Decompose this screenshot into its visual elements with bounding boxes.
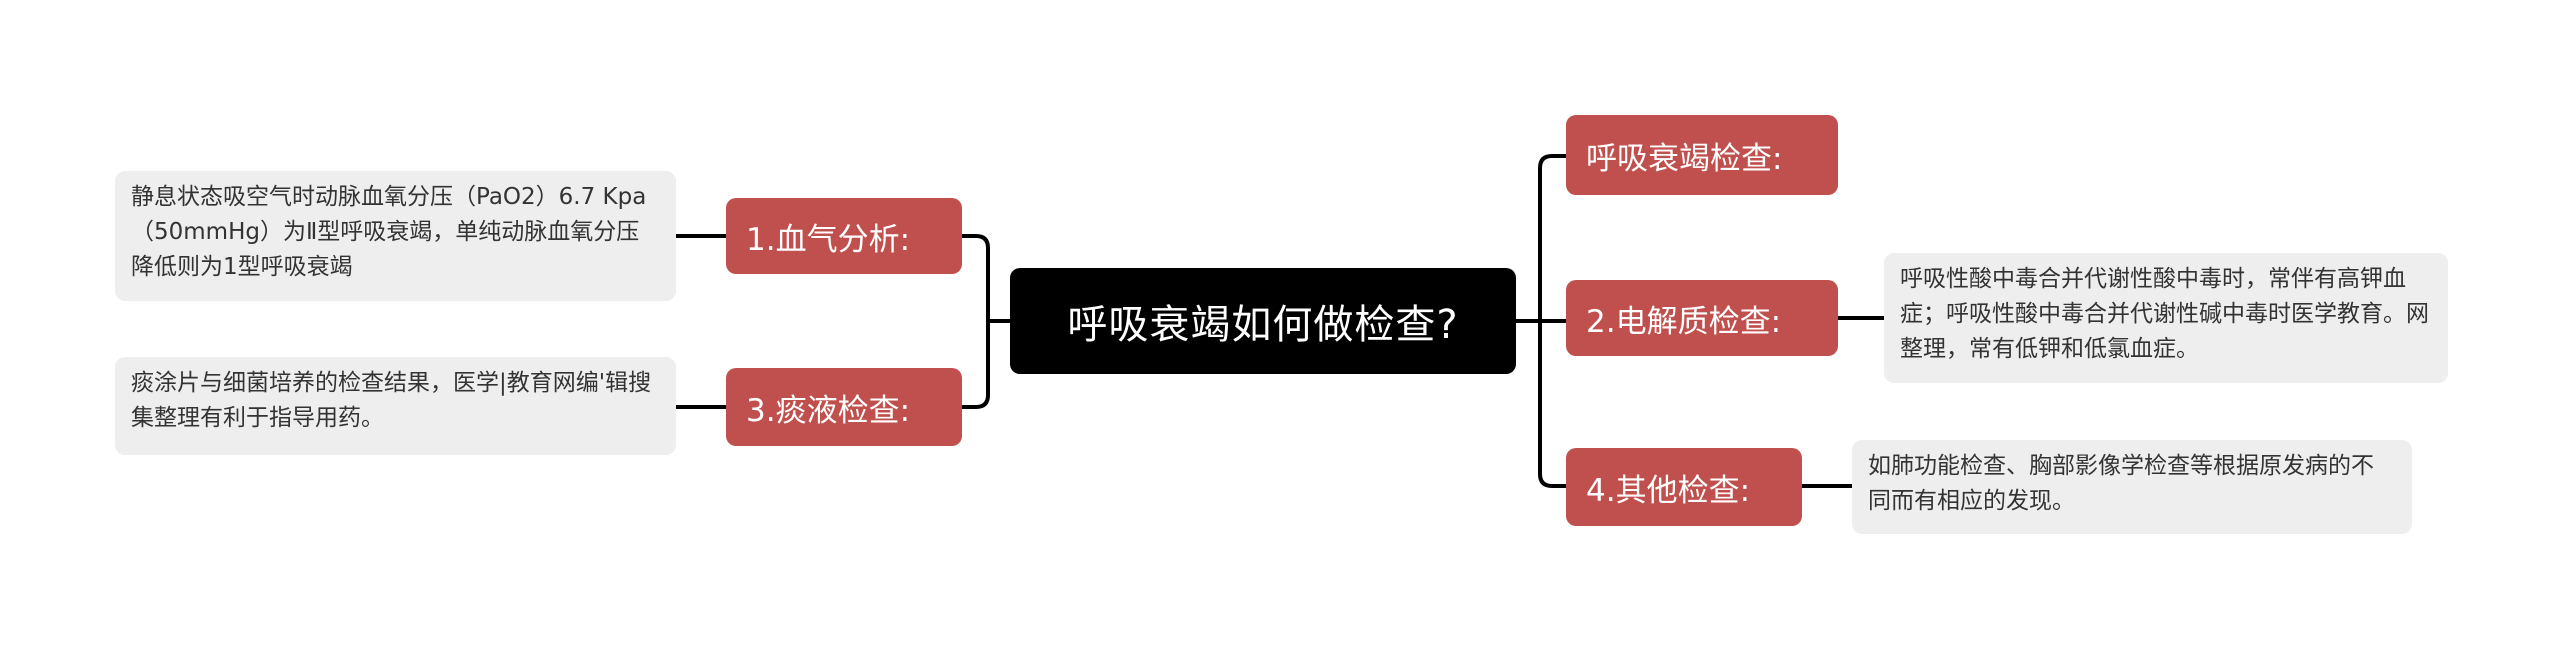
branch-blood-gas-label: 1.血气分析:: [746, 221, 911, 258]
leaf-other[interactable]: 如肺功能检查、胸部影像学检查等根据原发病的不同而有相应的发现。: [1852, 440, 2412, 534]
leaf-sputum-text: 痰涂片与细菌培养的检查结果，医学|教育网编'辑搜集整理有利于指导用药。: [131, 370, 652, 431]
leaf-electrolyte[interactable]: 呼吸性酸中毒合并代谢性酸中毒时，常伴有高钾血症；呼吸性酸中毒合并代谢性碱中毒时医…: [1884, 253, 2448, 383]
branch-sputum[interactable]: 3.痰液检查:: [726, 368, 962, 446]
root-topic[interactable]: 呼吸衰竭如何做检查?: [1010, 268, 1516, 374]
root-topic-label: 呼吸衰竭如何做检查?: [1067, 302, 1459, 348]
leaf-sputum[interactable]: 痰涂片与细菌培养的检查结果，医学|教育网编'辑搜集整理有利于指导用药。: [115, 357, 676, 455]
leaf-other-text: 如肺功能检查、胸部影像学检查等根据原发病的不同而有相应的发现。: [1868, 453, 2374, 514]
leaf-electrolyte-text: 呼吸性酸中毒合并代谢性酸中毒时，常伴有高钾血症；呼吸性酸中毒合并代谢性碱中毒时医…: [1900, 266, 2429, 362]
branch-other-label: 4.其他检查:: [1586, 472, 1751, 509]
leaf-blood-gas[interactable]: 静息状态吸空气时动脉血氧分压（PaO2）6.7 Kpa（50mmHg）为Ⅱ型呼吸…: [115, 171, 676, 301]
branch-blood-gas[interactable]: 1.血气分析:: [726, 198, 962, 274]
branch-electrolyte-label: 2.电解质检查:: [1586, 303, 1782, 340]
branch-respiratory-failure-label: 呼吸衰竭检查:: [1586, 140, 1783, 177]
branch-respiratory-failure[interactable]: 呼吸衰竭检查:: [1566, 115, 1838, 195]
leaf-blood-gas-text: 静息状态吸空气时动脉血氧分压（PaO2）6.7 Kpa（50mmHg）为Ⅱ型呼吸…: [131, 184, 647, 280]
branch-sputum-label: 3.痰液检查:: [746, 392, 911, 429]
branch-other[interactable]: 4.其他检查:: [1566, 448, 1802, 526]
branch-electrolyte[interactable]: 2.电解质检查:: [1566, 280, 1838, 356]
